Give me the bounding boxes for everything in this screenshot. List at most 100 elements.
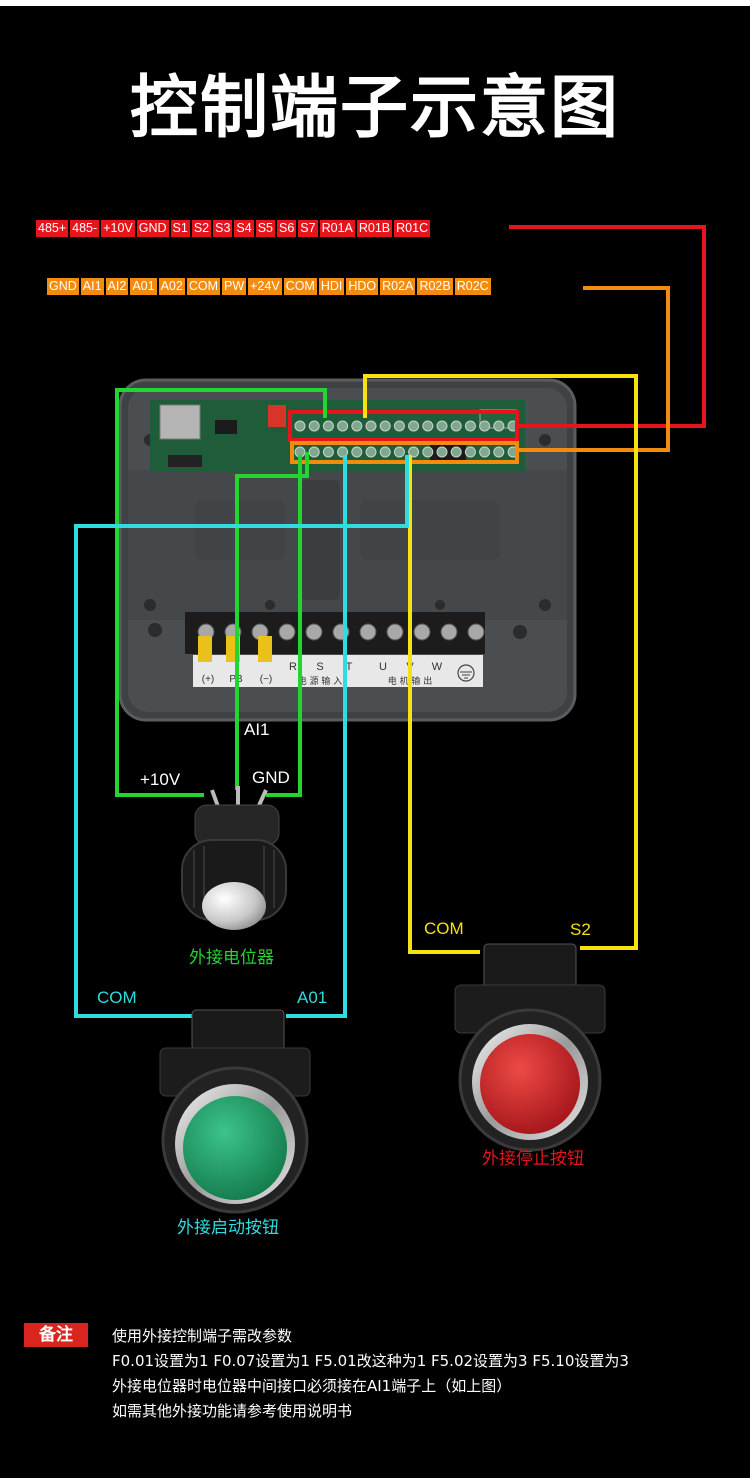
terminal-label-w: W bbox=[432, 661, 443, 673]
terminal-row2-label-11: R02A bbox=[380, 278, 416, 295]
terminal-screw bbox=[408, 446, 420, 458]
terminal-screw bbox=[379, 446, 391, 458]
terminal-row1-label-2: +10V bbox=[101, 220, 135, 237]
terminal-screw bbox=[379, 420, 391, 432]
wire-label-stop-s2: S2 bbox=[570, 920, 591, 939]
terminal-row2-label-1: AI1 bbox=[80, 278, 104, 295]
terminal-label-dc-minus: (−) bbox=[260, 674, 273, 685]
note-line-2: F0.01设置为1 F0.07设置为1 F5.01改这种为1 F5.02设置为3… bbox=[112, 1352, 629, 1370]
terminal-row2-label-9: HDI bbox=[318, 278, 345, 295]
wire-label-stop-com: COM bbox=[424, 919, 464, 938]
terminal-row1-label-7: S4 bbox=[234, 220, 254, 237]
power-terminal-screw bbox=[278, 623, 296, 641]
wire-start-cyan bbox=[74, 455, 409, 1018]
power-terminal-screw bbox=[413, 623, 431, 641]
terminal-screw bbox=[479, 446, 491, 458]
wire-potentiometer-green bbox=[115, 388, 327, 797]
wire-label-start-com: COM bbox=[97, 988, 137, 1007]
caption-start-button: 外接启动按钮 bbox=[177, 1218, 279, 1238]
terminal-row1-label-13: R01C bbox=[394, 220, 431, 237]
terminal-screw bbox=[436, 420, 448, 432]
terminal-row2-label-4: A02 bbox=[158, 278, 185, 295]
start-button-icon bbox=[159, 1009, 311, 1214]
terminal-row2-label-0: GND bbox=[47, 278, 79, 295]
terminal-screw bbox=[365, 420, 377, 432]
terminal-screw bbox=[450, 420, 462, 432]
terminal-screw bbox=[422, 420, 434, 432]
terminal-row2-label-12: R02B bbox=[417, 278, 453, 295]
terminal-screw bbox=[450, 446, 462, 458]
power-input-label: 电 源 输 入 bbox=[298, 675, 343, 687]
terminal-row1-label-8: S5 bbox=[255, 220, 275, 237]
power-terminal-block: (+) PB (−) R S T U V W 电 源 输 入 电 机 输 出 bbox=[185, 612, 485, 687]
wire-label-gnd: GND bbox=[252, 768, 290, 787]
page-title: 控制端子示意图 bbox=[129, 69, 620, 148]
terminal-screw bbox=[479, 420, 491, 432]
wire-label-start-a01: A01 bbox=[297, 988, 328, 1007]
terminal-row2-label-10: HDO bbox=[346, 278, 379, 295]
terminal-screw bbox=[322, 420, 334, 432]
terminal-screw bbox=[308, 446, 320, 458]
terminal-row1-label-12: R01B bbox=[356, 220, 393, 237]
terminal-row2-label-5: COM bbox=[186, 278, 220, 295]
terminal-label-u: U bbox=[379, 661, 387, 673]
wire-stop-yellow bbox=[363, 374, 638, 954]
terminal-label-t: T bbox=[346, 661, 353, 673]
power-terminal-screw bbox=[359, 623, 377, 641]
terminal-screw bbox=[493, 446, 505, 458]
note-line-4: 如需其他外接功能请参考使用说明书 bbox=[112, 1402, 353, 1420]
terminal-screw bbox=[422, 446, 434, 458]
terminal-label-s: S bbox=[316, 661, 323, 673]
terminal-screw bbox=[337, 420, 349, 432]
caption-stop-button: 外接停止按钮 bbox=[482, 1149, 584, 1169]
top-border bbox=[0, 0, 750, 6]
note-line-1: 使用外接控制端子需改参数 bbox=[112, 1327, 293, 1345]
terminal-screw bbox=[493, 420, 505, 432]
terminal-screw bbox=[351, 420, 363, 432]
power-terminal-screw bbox=[386, 623, 404, 641]
terminal-row1-label-0: 485+ bbox=[36, 220, 69, 237]
terminal-row1-label-10: S7 bbox=[298, 220, 318, 237]
terminal-row2-label-3: A01 bbox=[130, 278, 157, 295]
power-terminal-screw bbox=[305, 623, 323, 641]
terminal-screw bbox=[436, 446, 448, 458]
terminal-row2-label-13: R02C bbox=[454, 278, 491, 295]
terminal-screw bbox=[351, 446, 363, 458]
terminal-row1-label-4: S1 bbox=[170, 220, 190, 237]
terminal-screw bbox=[337, 446, 349, 458]
wire-row1-red bbox=[288, 225, 706, 442]
terminal-row2-label-6: PW bbox=[221, 278, 247, 295]
terminal-row1-label-5: S2 bbox=[191, 220, 212, 237]
terminal-row2-label-8: COM bbox=[283, 278, 317, 295]
terminal-row1-label-1: 485- bbox=[70, 220, 100, 237]
terminal-row1-label-9: S6 bbox=[277, 220, 297, 237]
power-terminal-screw bbox=[440, 623, 458, 641]
power-terminal-screw bbox=[467, 623, 485, 641]
terminal-screw bbox=[393, 420, 405, 432]
caption-potentiometer: 外接电位器 bbox=[189, 948, 274, 968]
ground-symbol-icon bbox=[457, 664, 475, 682]
terminal-row1-label-11: R01A bbox=[319, 220, 355, 237]
note-line-3: 外接电位器时电位器中间接口必须接在AI1端子上（如上图） bbox=[112, 1377, 512, 1395]
terminal-row1-label-6: S3 bbox=[213, 220, 233, 237]
potentiometer-knob-icon bbox=[181, 786, 287, 930]
terminal-screw bbox=[464, 446, 476, 458]
terminal-screws-top bbox=[294, 420, 519, 432]
terminal-screw bbox=[464, 420, 476, 432]
terminal-label-dc-plus: (+) bbox=[202, 674, 215, 685]
terminal-row2-label-2: AI2 bbox=[105, 278, 129, 295]
stop-button-icon bbox=[454, 943, 606, 1152]
terminal-label-r: R bbox=[289, 661, 297, 673]
terminal-row1-label-3: GND bbox=[136, 220, 169, 237]
terminal-screw bbox=[408, 420, 420, 432]
wire-label-plus10v: +10V bbox=[140, 770, 181, 789]
wire-row2-orange bbox=[290, 286, 670, 464]
terminal-screw bbox=[365, 446, 377, 458]
wire-label-ai1: AI1 bbox=[244, 720, 270, 739]
terminal-screw bbox=[308, 420, 320, 432]
terminal-screw bbox=[294, 420, 306, 432]
note-badge: 备注 bbox=[24, 1323, 88, 1347]
